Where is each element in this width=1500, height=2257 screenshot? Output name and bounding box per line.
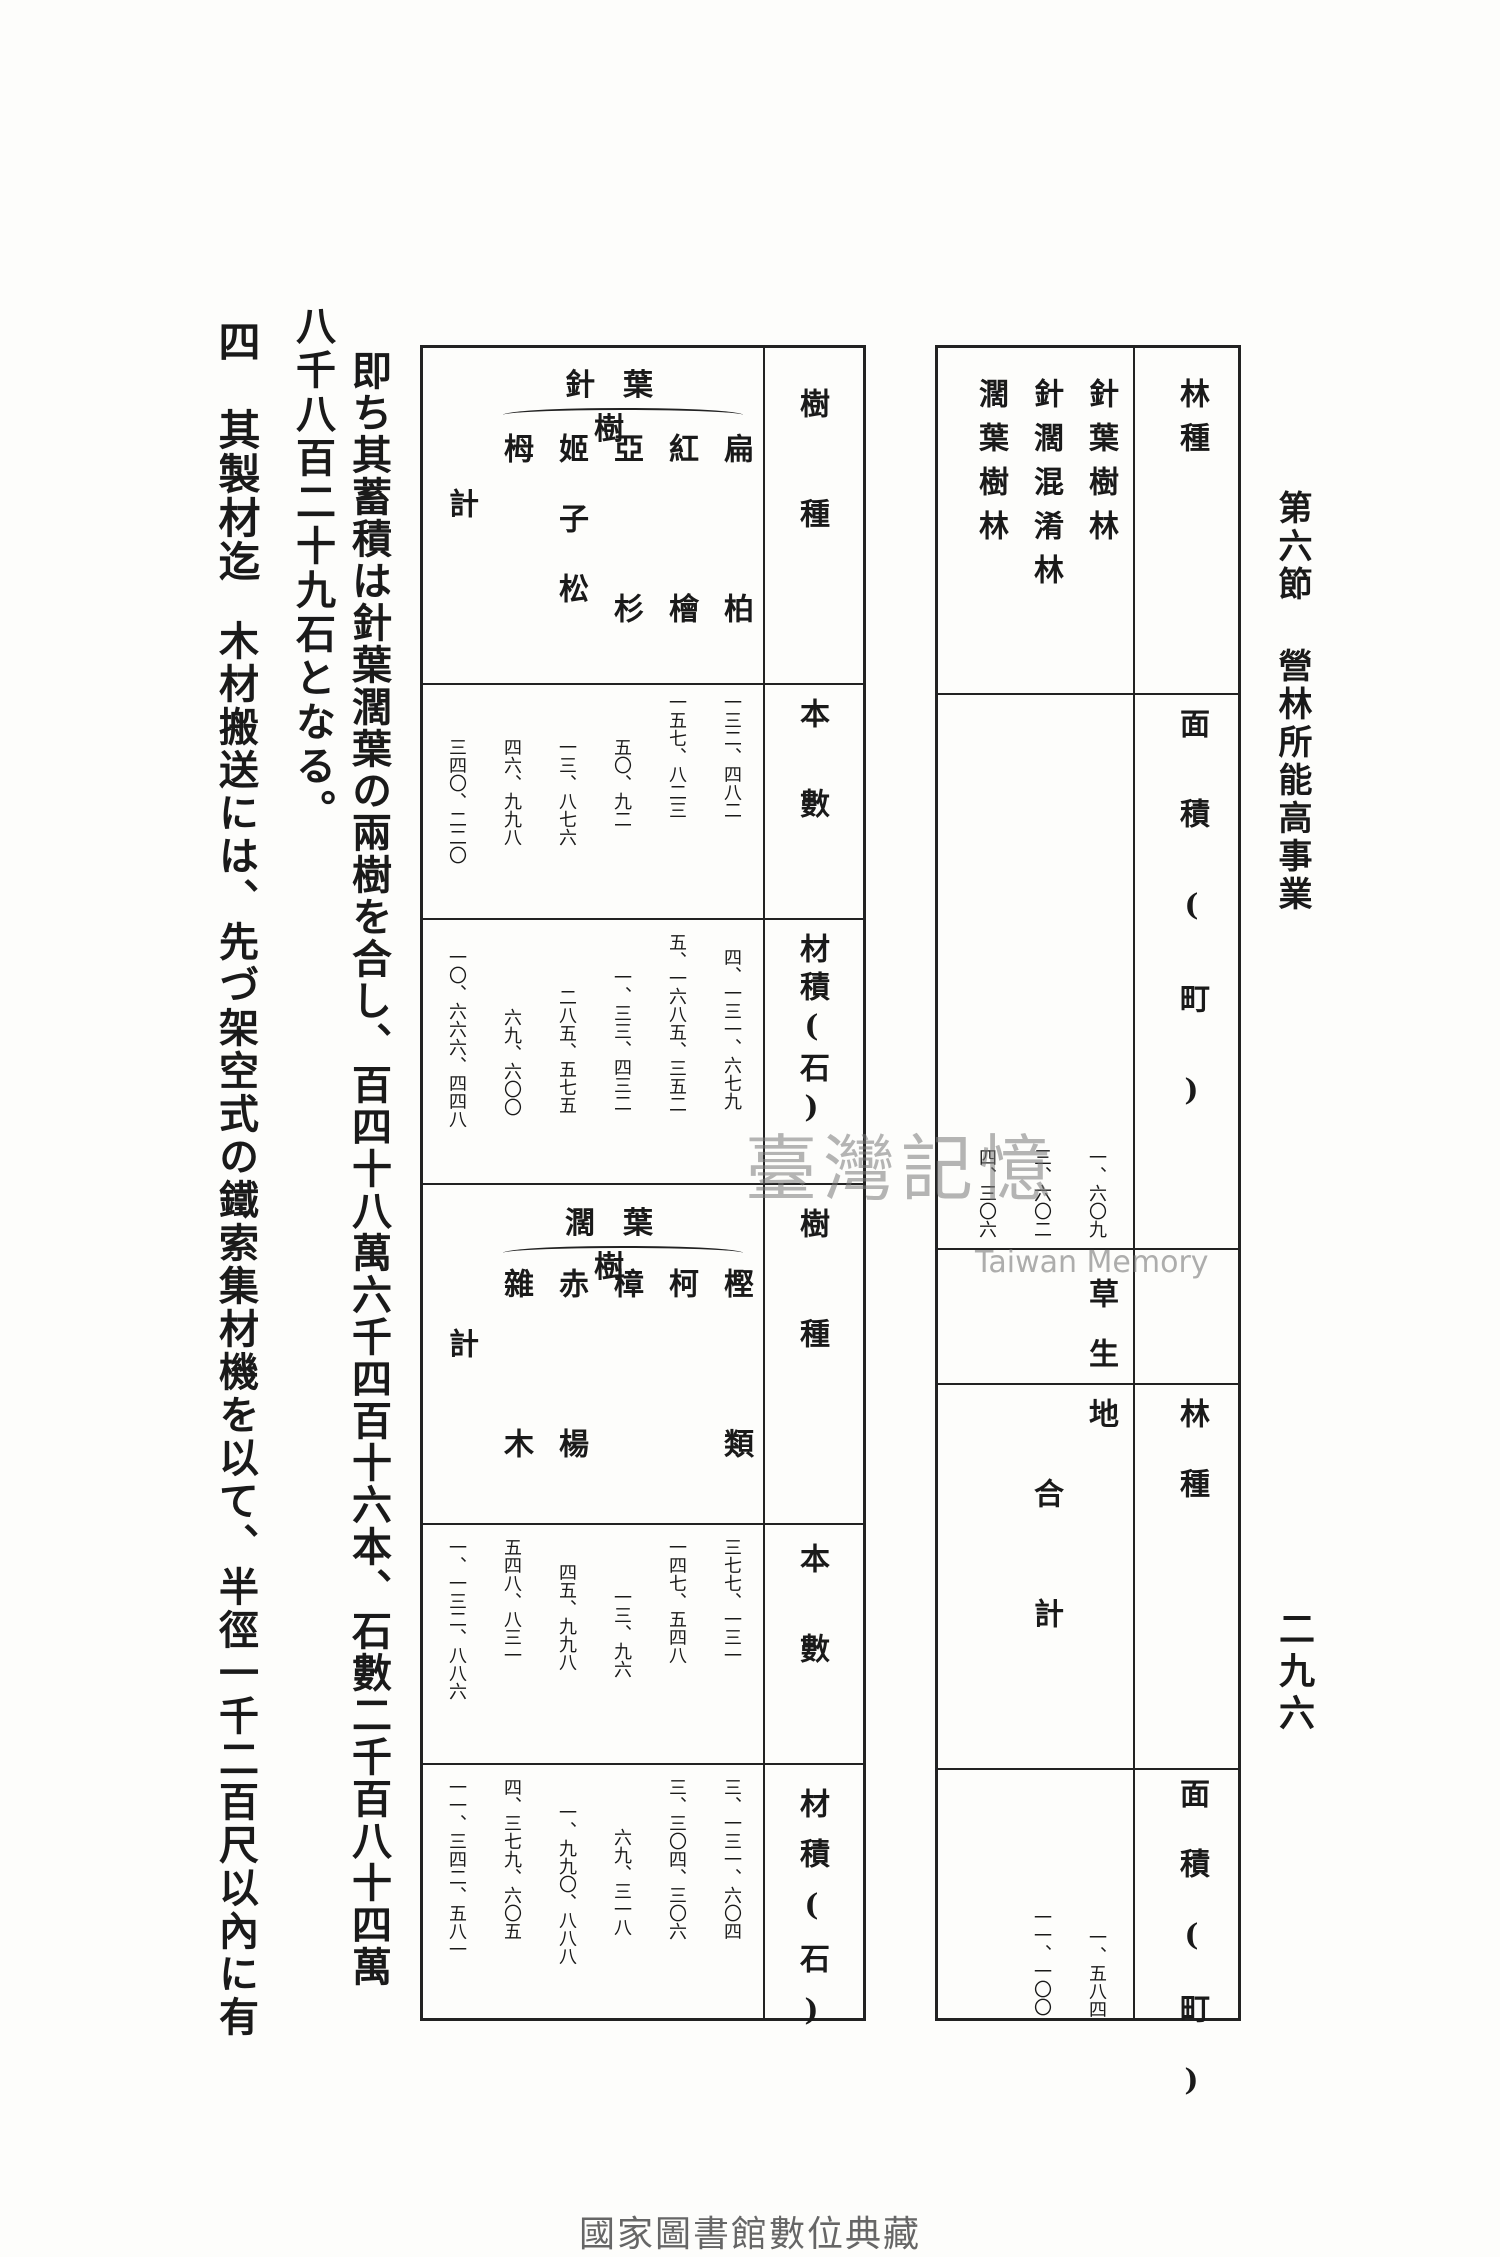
species-volume: 四、一三一、六七九 xyxy=(721,948,742,1110)
species-name: 赤楊 xyxy=(553,1268,588,1588)
group-brace-broadleaf xyxy=(503,1246,743,1260)
col-header-forest-type-2: 林種 xyxy=(1174,1398,1209,1538)
species-volume: 二八五、五七五 xyxy=(556,988,577,1114)
body-line-3: 木材搬送には、先づ架空式の鐵索集材機を以て、半徑一千二百尺以內に有 xyxy=(212,620,259,2039)
col-header-count-2: 本數 xyxy=(794,1543,829,1723)
species-volume: 四、三七九、六〇五 xyxy=(501,1778,522,1940)
species-total-label: 計 xyxy=(443,488,478,518)
body-section-heading: 四 其製材迄 xyxy=(212,320,261,584)
species-count: 四五、九九八 xyxy=(556,1563,577,1671)
body-line-2: 八千八百二十九石となる。 xyxy=(289,305,336,833)
species-count: 五四八、八三一 xyxy=(501,1538,522,1664)
col-header-area-2: 面積(町) xyxy=(1174,1778,1209,2138)
col-header-volume: 材積(石) xyxy=(794,933,829,1133)
species-count: 三七七、一三一 xyxy=(721,1538,742,1664)
species-name: 姬子松 xyxy=(553,433,588,643)
forest-area-table: 林種 面積(町) 林種 面積(町) 針葉樹林 針濶混淆林 濶葉樹林 一、六〇九 … xyxy=(935,345,1241,2138)
watermark-logo: 臺灣記憶 xyxy=(745,1127,1058,1211)
section-title: 第六節 營林所能高事業 xyxy=(1272,490,1312,914)
species-volume: 三、三〇四、三〇六 xyxy=(666,1778,687,1940)
watermark-subtitle: Taiwan Memory xyxy=(975,1245,1209,1280)
row-type-grassland: 草生地 xyxy=(1083,1278,1118,1458)
page-number: 二九六 xyxy=(1273,1610,1315,1736)
row-type-mixed: 針濶混淆林 xyxy=(1028,378,1063,598)
species-total-volume: 一〇、六六六、四四八 xyxy=(446,948,467,1128)
row-area-total: 一一、一〇〇 xyxy=(1031,1908,1052,2016)
species-name: 樟 xyxy=(608,1268,643,1298)
footer-credit: 國家圖書館數位典藏 xyxy=(578,2214,921,2255)
species-count: 五〇、九二 xyxy=(611,738,632,828)
row-area-grassland: 一、五八四 xyxy=(1086,1928,1107,2018)
row-area-conifer: 一、六〇九 xyxy=(1086,1148,1107,1238)
species-name: 樫類 xyxy=(718,1268,753,1588)
species-total-count: 一、一三二、八八六 xyxy=(446,1538,467,1700)
species-name: 扁柏 xyxy=(718,433,753,753)
col-header-species-2: 樹種 xyxy=(794,1208,829,1428)
species-count: 一三二、四八二 xyxy=(721,693,742,819)
row-type-conifer: 針葉樹林 xyxy=(1083,378,1118,554)
col-header-species: 樹種 xyxy=(794,388,829,608)
species-name: 亞杉 xyxy=(608,433,643,753)
species-name: 紅檜 xyxy=(663,433,698,753)
row-area-mixed: 三、六〇二 xyxy=(1031,1148,1052,1238)
row-type-total: 合計 xyxy=(1028,1478,1063,1718)
species-volume: 六九、三一八 xyxy=(611,1828,632,1936)
species-count: 一三、八七六 xyxy=(556,738,577,846)
group-brace-conifer xyxy=(503,408,743,422)
species-name: 柯 xyxy=(663,1268,698,1298)
col-header-count: 本數 xyxy=(794,698,829,878)
col-header-area: 面積(町) xyxy=(1174,708,1209,1168)
row-type-broadleaf: 濶葉樹林 xyxy=(973,378,1008,554)
species-count: 一四七、五四八 xyxy=(666,1538,687,1664)
row-area-broadleaf: 四、三〇六 xyxy=(976,1148,997,1238)
species-total-volume: 一一、三四二、五八一 xyxy=(446,1778,467,1958)
species-volume: 一、三三、四三二 xyxy=(611,968,632,1112)
species-total-label: 計 xyxy=(443,1328,478,1358)
col-header-forest-type: 林種 xyxy=(1174,378,1209,466)
species-name: 雜木 xyxy=(498,1268,533,1588)
species-total-count: 三四〇、二二〇 xyxy=(446,738,467,864)
species-name: 栂 xyxy=(498,433,533,463)
species-volume: 五、一六八五、三五二 xyxy=(666,933,687,1113)
species-stock-table: 樹種 本數 材積(石) 樹種 本數 材積(石) 針葉樹 扁柏 紅檜 亞杉 姬子松… xyxy=(420,345,866,2048)
species-count: 四六、九九八 xyxy=(501,738,522,846)
species-volume: 六九、六〇〇 xyxy=(501,1008,522,1116)
species-count: 一五七、八二三 xyxy=(666,693,687,819)
body-line-1: 即ち其蓄積は針葉濶葉の兩樹を合し、百四十八萬六千四百十六本、石數二千百八十四萬 xyxy=(345,350,392,1988)
species-volume: 三、一三一、六〇四 xyxy=(721,1778,742,1940)
col-header-volume-2: 材積(石) xyxy=(794,1788,829,2048)
species-volume: 一、九九〇、八八八 xyxy=(556,1803,577,1965)
species-count: 一三、九六 xyxy=(611,1588,632,1678)
